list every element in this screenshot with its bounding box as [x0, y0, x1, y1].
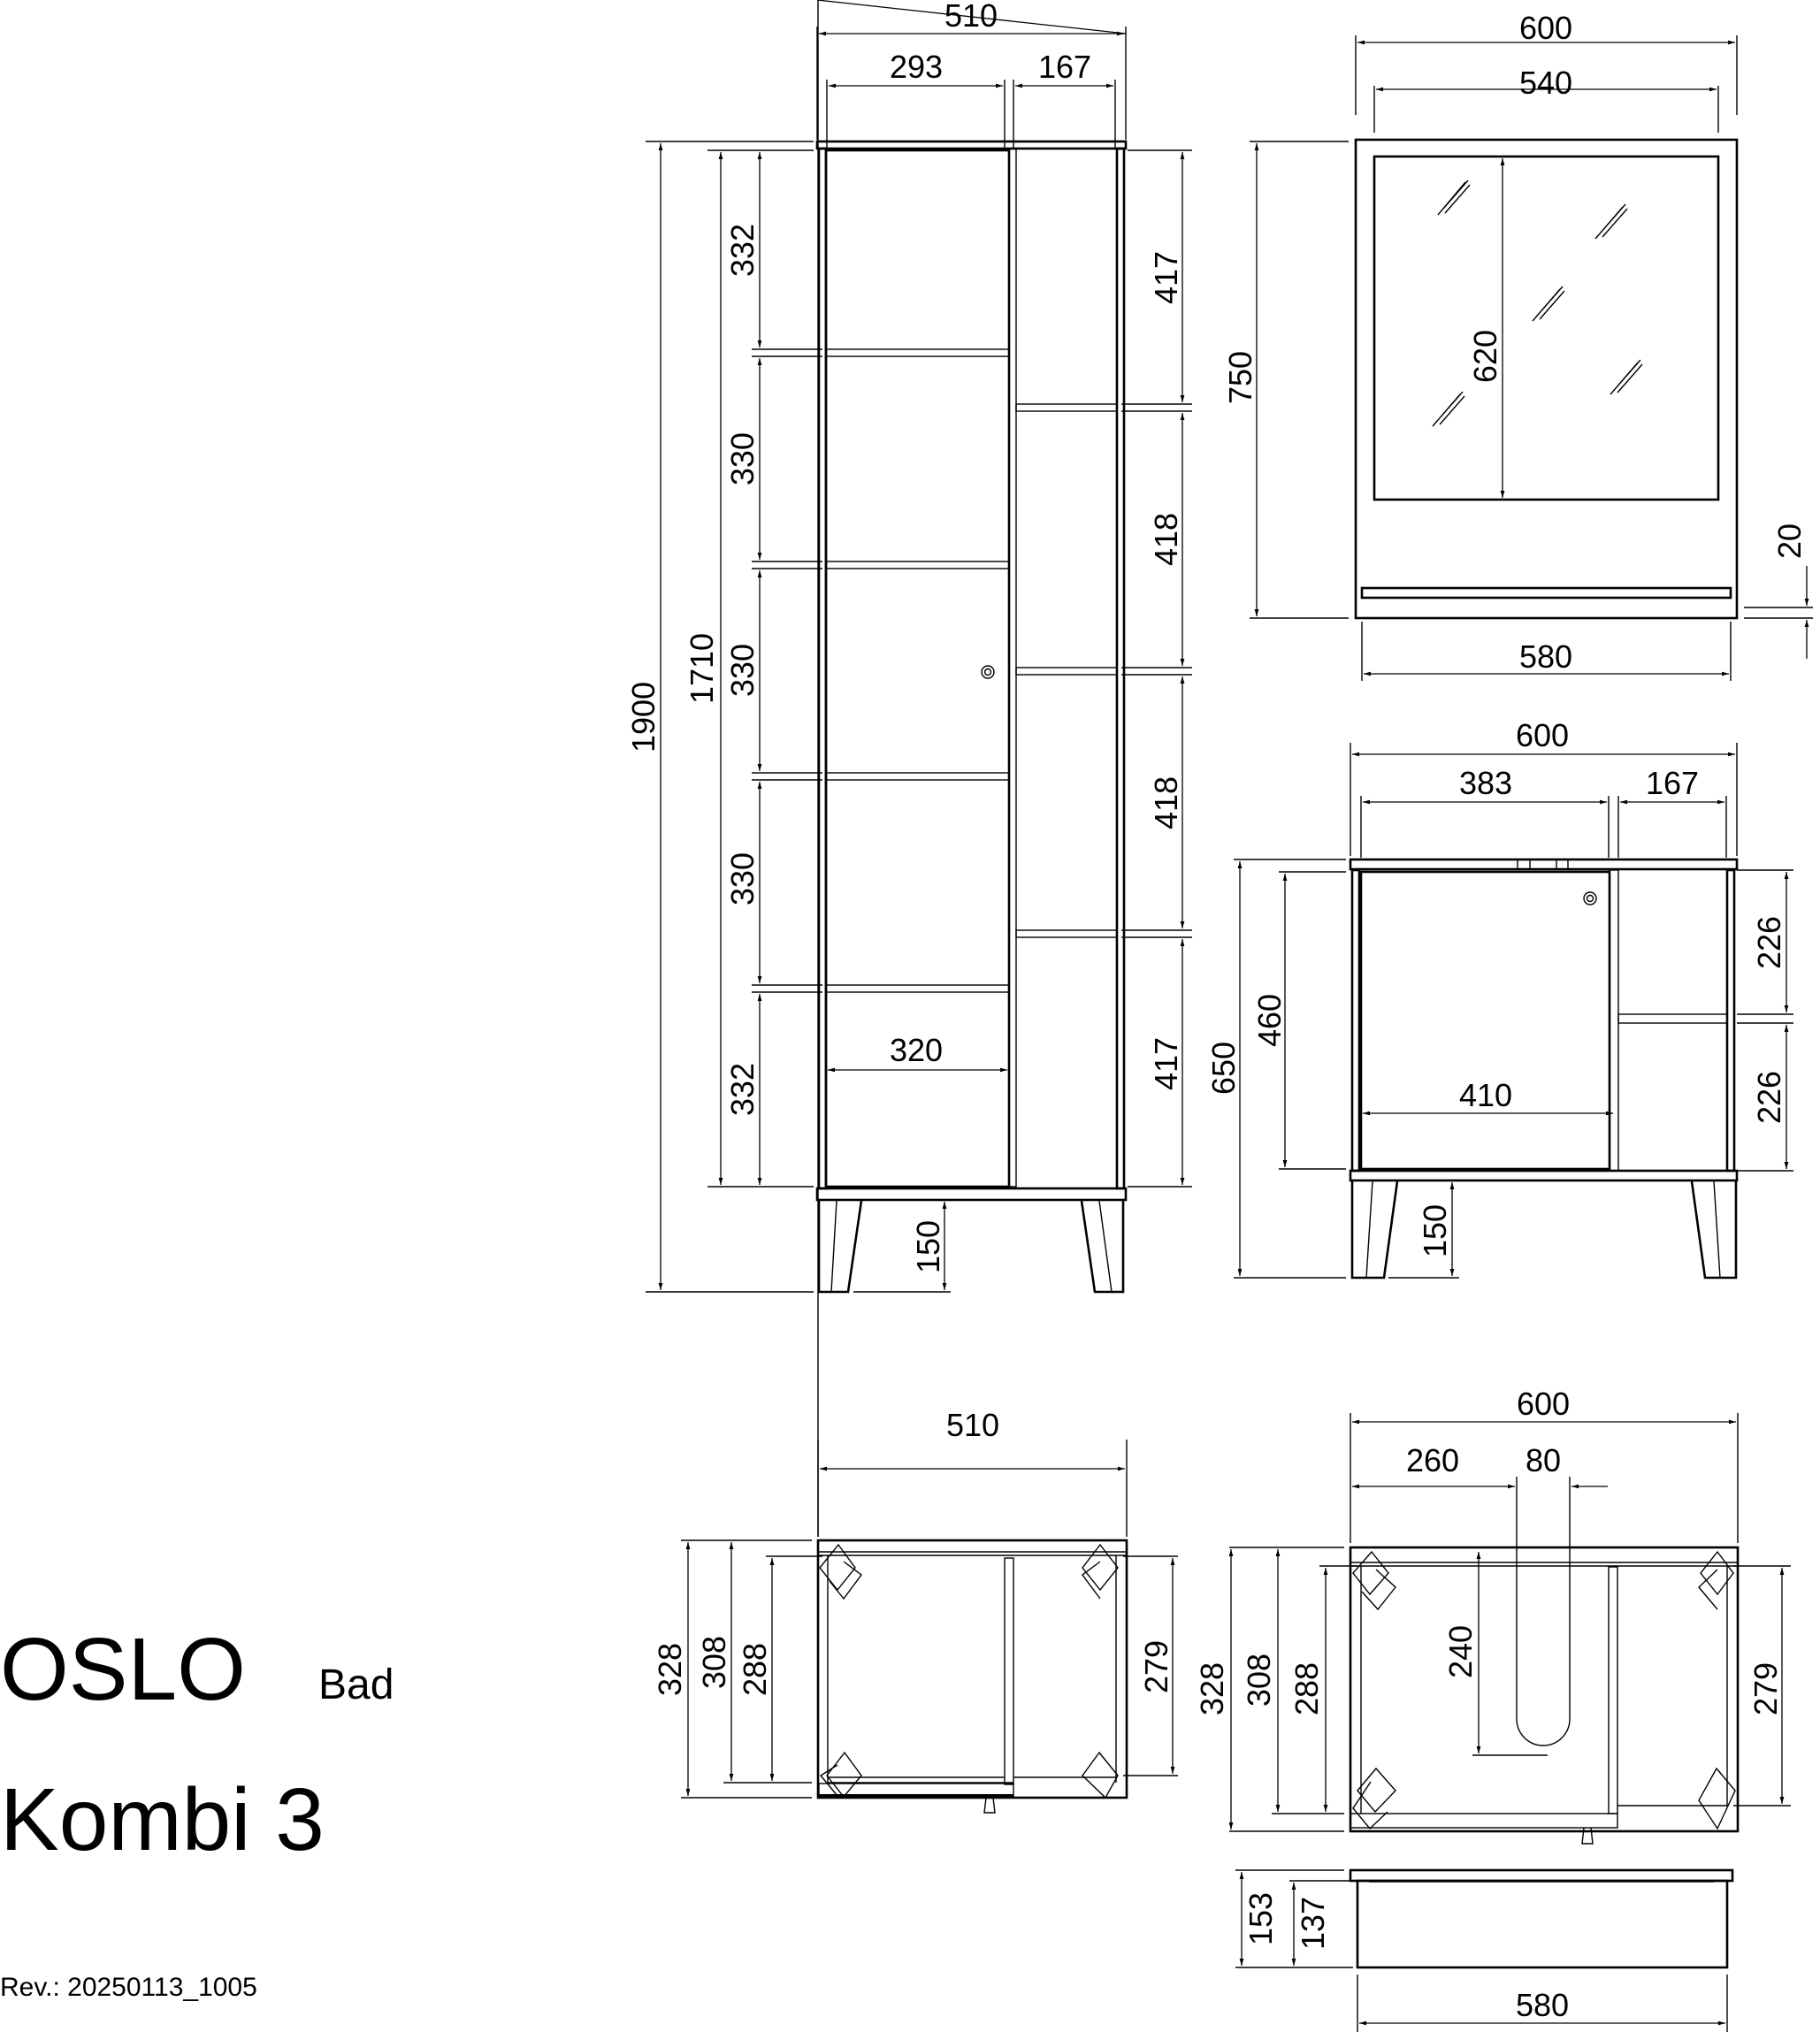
- revision-label: Rev.: 20250113_1005: [0, 1973, 257, 2002]
- vanity-top-view: 600 260 80 240 328 308 288 279: [1194, 1386, 1791, 1845]
- dim-vanity-shelf-width: 167: [1646, 765, 1699, 801]
- dim-mirror-width: 600: [1519, 10, 1572, 46]
- leg-diamond-icon: [1352, 1550, 1736, 1830]
- dim-top-vanity-depth-2: 308: [1241, 1654, 1277, 1707]
- dim-glass-width: 540: [1519, 65, 1572, 101]
- tall-cabinet-top-view: 510 328 308 288 279: [652, 0, 1178, 1814]
- dim-shelf-height: 153: [1243, 1892, 1279, 1945]
- dim-vanity-inner-width: 410: [1459, 1077, 1512, 1113]
- dim-vanity-width: 600: [1516, 717, 1569, 753]
- dim-cutout-offset: 260: [1406, 1442, 1459, 1478]
- glass-reflection-icon: [1432, 180, 1643, 427]
- leg-diamond-icon: [819, 1543, 1119, 1799]
- set-name: Kombi 3: [0, 1770, 325, 1869]
- dim-shelf-body-height: 137: [1295, 1897, 1331, 1950]
- dim-left-comp-2: 330: [724, 432, 761, 485]
- dim-top-tall-depth-2: 308: [696, 1636, 732, 1689]
- dim-top-vanity-depth-1: 328: [1194, 1662, 1230, 1715]
- dim-vanity-height: 650: [1205, 1042, 1242, 1095]
- dim-tall-total-height: 1900: [625, 682, 661, 752]
- dim-right-comp-3: 418: [1148, 776, 1184, 829]
- dim-right-comp-1: 417: [1148, 251, 1184, 304]
- dim-top-tall-right-depth: 279: [1138, 1640, 1174, 1693]
- shelf-side-view: 153 137 580: [1235, 1868, 1734, 2032]
- dim-tall-body-height: 1710: [684, 633, 720, 704]
- dim-top-tall-width: 510: [946, 1407, 999, 1443]
- dim-left-comp-3: 330: [724, 644, 761, 697]
- dim-right-comp-4: 417: [1148, 1037, 1184, 1090]
- dim-vanity-door-width: 383: [1459, 765, 1512, 801]
- mirror-front-view: 600 540 620 750 580 20: [1222, 10, 1813, 681]
- dim-mirror-shelf-width: 580: [1519, 638, 1572, 675]
- vanity-front-view: 600 383 167 650 460 410 226 226 1: [1205, 717, 1793, 1280]
- dim-vanity-right-comp-1: 226: [1751, 916, 1787, 969]
- dim-vanity-right-comp-2: 226: [1751, 1071, 1787, 1124]
- dim-tall-left-width: 293: [890, 49, 943, 85]
- dim-mirror-height: 750: [1222, 351, 1258, 404]
- dim-left-comp-4: 330: [724, 852, 761, 905]
- dim-top-tall-depth-1: 328: [652, 1643, 688, 1696]
- dim-tall-inner-width: 320: [890, 1032, 943, 1068]
- dim-tall-leg-height: 150: [910, 1220, 946, 1273]
- dim-top-vanity-width: 600: [1517, 1386, 1570, 1422]
- product-name: OSLO: [0, 1620, 246, 1719]
- product-category: Bad: [318, 1662, 394, 1708]
- dim-vanity-body-height: 460: [1251, 994, 1288, 1047]
- dim-mirror-shelf-thickness: 20: [1771, 523, 1808, 559]
- dim-tall-width: 510: [944, 0, 998, 34]
- dim-cutout-width: 80: [1526, 1442, 1561, 1478]
- dim-left-comp-1: 332: [724, 224, 761, 277]
- dim-right-comp-2: 418: [1148, 513, 1184, 566]
- dim-top-vanity-right-depth: 279: [1747, 1662, 1784, 1715]
- drain-cutout: [1516, 1547, 1571, 1746]
- dim-tall-right-width: 167: [1038, 49, 1091, 85]
- tall-cabinet-front-view: 510 293 167 1900 1710: [625, 0, 1192, 1294]
- dim-left-comp-5: 332: [724, 1063, 761, 1116]
- dim-vanity-leg-height: 150: [1417, 1204, 1453, 1257]
- dim-shelf-width: 580: [1516, 1987, 1569, 2023]
- dim-glass-height: 620: [1467, 330, 1503, 383]
- dim-top-tall-depth-3: 288: [737, 1643, 773, 1696]
- dim-top-vanity-depth-3: 288: [1289, 1662, 1325, 1715]
- dim-cutout-depth: 240: [1442, 1625, 1479, 1678]
